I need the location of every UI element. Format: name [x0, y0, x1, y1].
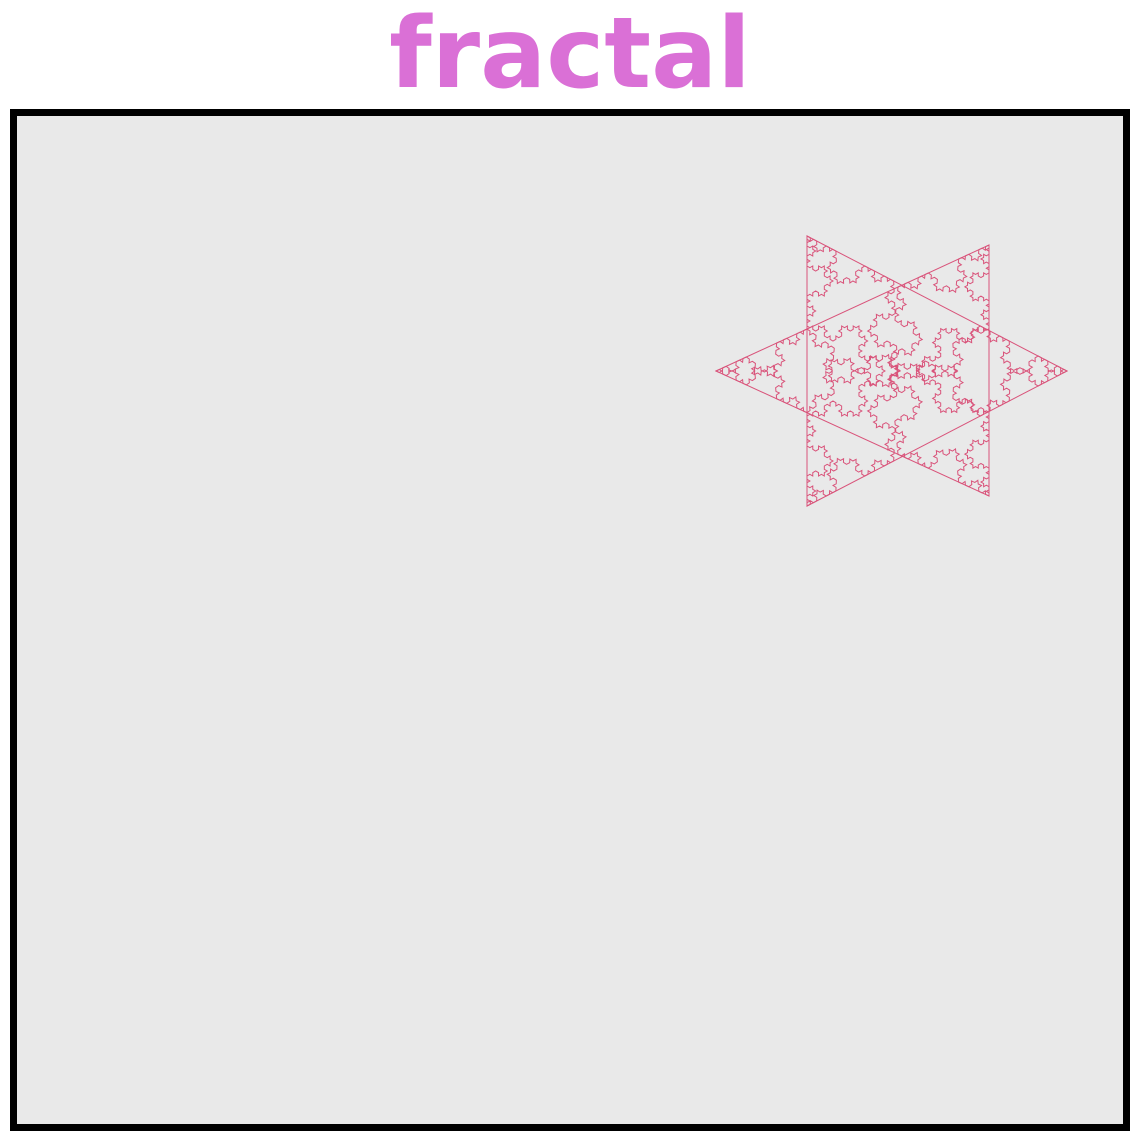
- fractal-triangle-right: [806, 235, 1069, 507]
- page-title: fractal: [389, 0, 751, 111]
- fractal-shape: [714, 235, 1069, 507]
- drawing-canvas: [10, 109, 1130, 1131]
- fractal-triangle-left: [714, 244, 990, 497]
- canvas-background: [17, 116, 1123, 1124]
- fractal-drawing: [17, 116, 1123, 1124]
- fractal-koch-outline-right: [806, 235, 1069, 507]
